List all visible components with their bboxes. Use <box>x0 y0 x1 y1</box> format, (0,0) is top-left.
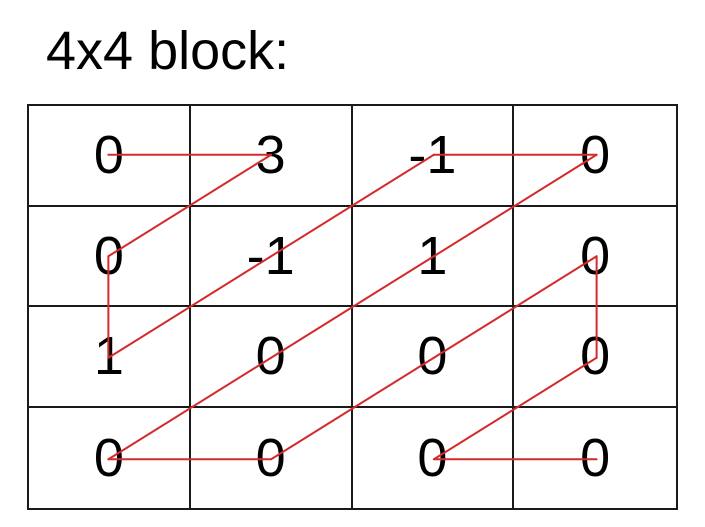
cell-r3-c0: 0 <box>29 407 191 508</box>
cell-r3-c3: 0 <box>580 427 611 488</box>
cell-r3-c1: 0 <box>191 407 353 508</box>
cell-r3-c2: 0 <box>353 407 515 508</box>
cell-r1-c0: 0 <box>29 206 191 307</box>
cell-r0-c0: 0 <box>29 106 191 207</box>
cell-r0-c2: -1 <box>352 106 515 207</box>
block-title: 4x4 block: <box>46 21 290 81</box>
cell-r1-c2: 1 <box>352 206 515 307</box>
cell-r0-c3: 0 <box>514 106 676 207</box>
cell-r1-c3: 0 <box>514 207 676 307</box>
block-grid: 0 3 -1 0 0 -1 1 0 1 0 0 0 0 0 0 0 <box>27 104 678 510</box>
cell-r1-c1: -1 <box>190 206 353 307</box>
cell-r2-c0: 1 <box>29 307 191 408</box>
cell-r2-c1: 0 <box>190 307 353 408</box>
block-grid-container: 0 3 -1 0 0 -1 1 0 1 0 0 0 0 0 0 0 <box>27 104 678 510</box>
cell-r0-c1: 3 <box>190 106 353 207</box>
cell-r2-c3: 0 <box>514 307 676 408</box>
cell-r2-c2: 0 <box>352 307 515 408</box>
